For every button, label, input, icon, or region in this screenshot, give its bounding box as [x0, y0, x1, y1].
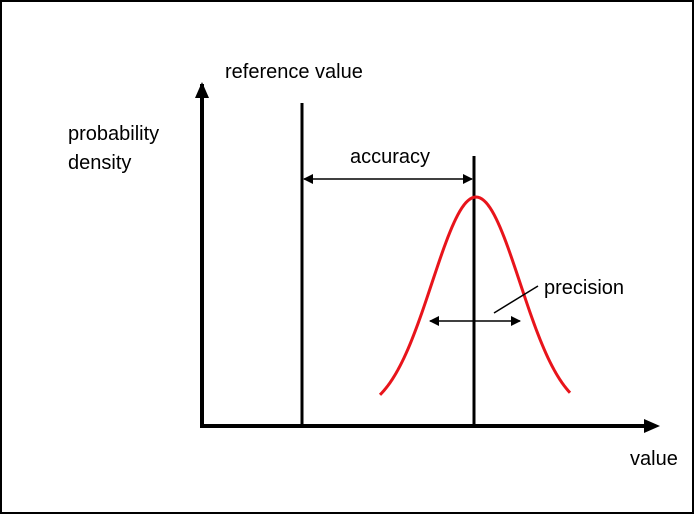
y-axis-label-line2: density [68, 152, 131, 174]
accuracy-label: accuracy [350, 146, 430, 168]
y-axis-label-line1: probability [68, 123, 159, 145]
probability-density-curve [378, 195, 572, 396]
y-axis-arrow-icon [195, 82, 209, 98]
x-axis-arrow-icon [644, 419, 660, 433]
precision-leader-line [493, 285, 539, 314]
x-axis-label: value [630, 448, 678, 470]
reference-value-label: reference value [225, 61, 363, 83]
precision-label: precision [544, 277, 624, 299]
